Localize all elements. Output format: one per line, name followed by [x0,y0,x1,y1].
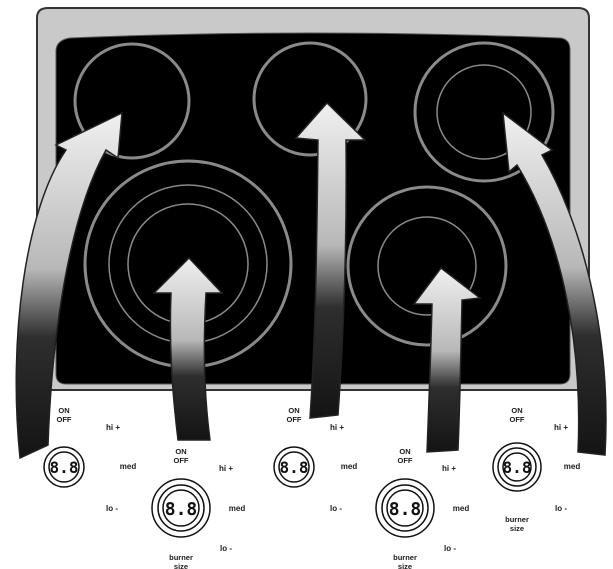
hi-label: hi + [554,423,568,432]
off-label: OFF [510,415,525,424]
control-knob[interactable]: 8.8 [151,478,211,538]
lo-label: lo - [444,544,456,553]
control-knob[interactable]: 8.8 [492,442,542,492]
hi-label: hi + [219,464,233,473]
burner-size-label: size [510,524,524,533]
on-label: ON [58,406,69,415]
display-readout: 8.8 [165,499,198,520]
off-label: OFF [398,456,413,465]
med-label: med [564,462,581,471]
lo-label: lo - [330,504,342,513]
hi-label: hi + [442,464,456,473]
lo-label: lo - [220,544,232,553]
burner-left-rear [73,42,191,160]
on-label: ON [399,447,410,456]
display-readout: 8.8 [389,499,422,520]
med-label: med [453,504,470,513]
control-right-rear[interactable]: ON OFF hi + med lo - 8.8 burner size [492,406,581,533]
off-label: OFF [57,415,72,424]
on-label: ON [288,406,299,415]
lo-label: lo - [106,504,118,513]
med-label: med [341,462,358,471]
burner-right-front [346,185,508,347]
off-label: OFF [174,456,189,465]
off-label: OFF [287,415,302,424]
on-label: ON [511,406,522,415]
cooktop-glass [55,32,571,385]
burner-size-label: size [398,562,412,569]
hi-label: hi + [330,423,344,432]
control-left-rear[interactable]: ON OFF hi + med lo - 8.8 [43,406,137,513]
med-label: med [120,462,137,471]
control-left-front[interactable]: ON OFF hi + med lo - 8.8 burner size [151,447,246,569]
control-knob[interactable]: 8.8 [43,446,85,488]
burner-center-rear [252,41,368,157]
arrow-right-rear [502,111,607,456]
control-knob[interactable]: 8.8 [375,478,435,538]
burner-size-label: burner [169,553,193,562]
arrow-left-front [152,256,224,441]
med-label: med [229,504,246,513]
arrow-center-rear [294,101,367,419]
burner-right-rear [413,41,555,183]
hi-label: hi + [106,423,120,432]
display-readout: 8.8 [50,458,79,477]
display-readout: 8.8 [503,458,532,477]
burner-size-label: burner [393,553,417,562]
control-center-rear[interactable]: ON OFF hi + med lo - 8.8 [273,406,358,513]
lo-label: lo - [555,504,567,513]
arrow-right-front [412,266,482,453]
control-right-front[interactable]: ON OFF hi + med lo - 8.8 burner size [375,447,470,569]
arrow-left-rear [15,111,123,460]
control-knob[interactable]: 8.8 [273,446,315,488]
burner-size-label: burner [505,515,529,524]
on-label: ON [175,447,186,456]
burner-size-label: size [174,562,188,569]
display-readout: 8.8 [280,458,309,477]
